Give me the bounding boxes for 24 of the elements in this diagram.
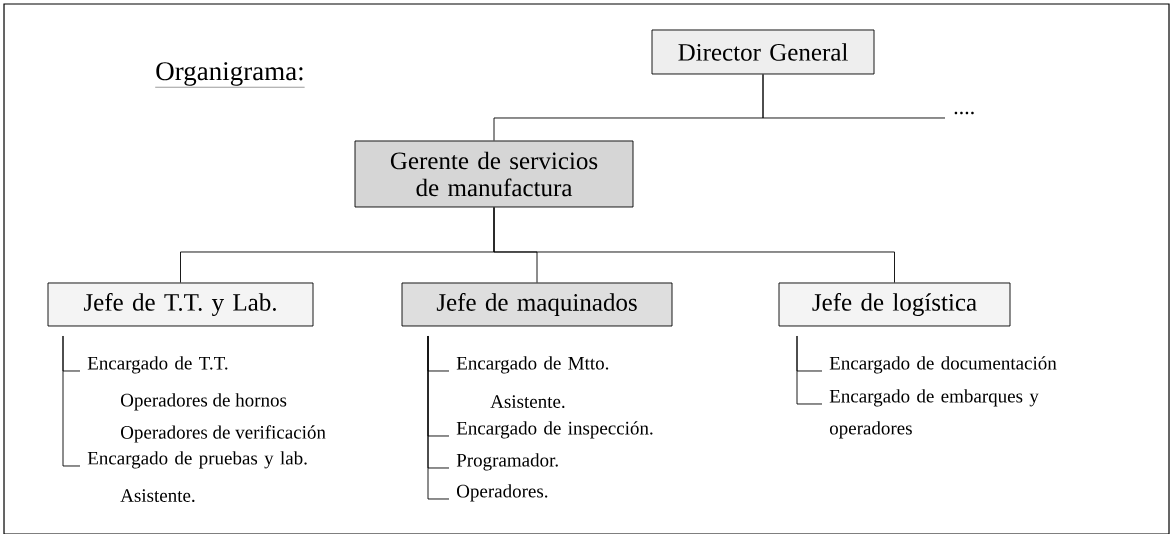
position-label: Encargado de pruebas y lab. xyxy=(87,451,307,469)
org-box: Gerente de servicios de manufactura xyxy=(354,140,634,208)
connector-line xyxy=(493,74,764,141)
connector-line xyxy=(427,335,450,500)
position-label: Asistente. xyxy=(120,489,195,503)
position-label: Operadores. xyxy=(457,484,548,502)
diagram-title: Organigrama: xyxy=(155,62,305,88)
connector-line xyxy=(796,335,823,405)
position-label: Encargado de Mtto. xyxy=(456,356,609,374)
connector-line xyxy=(62,335,81,467)
position-label: Encargado de T.T. xyxy=(87,356,228,374)
position-label: Encargado de embarques y operadores xyxy=(829,389,1039,439)
continuation-dots: .... xyxy=(954,111,974,115)
position-label: Encargado de inspección. xyxy=(456,421,653,439)
position-label: Operadores de verificación xyxy=(121,425,326,443)
position-label: Encargado de documentación xyxy=(829,356,1057,374)
org-box: Jefe de logística xyxy=(778,282,1011,327)
position-label: Operadores de hornos xyxy=(121,393,287,411)
org-box: Director General xyxy=(651,29,875,75)
org-box: Jefe de T.T. y Lab. xyxy=(47,282,314,327)
position-label: Programador. xyxy=(456,453,558,471)
org-box: Jefe de maquinados xyxy=(401,282,673,327)
position-label: Asistente. xyxy=(490,395,565,409)
connector-line xyxy=(493,207,895,283)
